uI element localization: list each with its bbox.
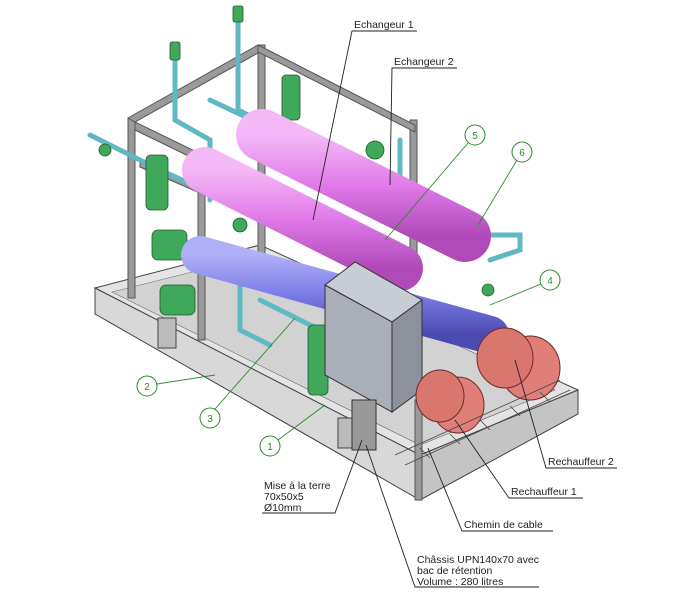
svg-text:Ø10mm: Ø10mm (264, 502, 302, 514)
label-echangeur-1: Echangeur 1 (354, 19, 414, 31)
svg-text:1: 1 (267, 442, 273, 453)
balloon-3: 3 (199, 407, 221, 429)
rechauffeur-2-flange (476, 327, 561, 401)
balloon-5: 5 (464, 124, 486, 146)
svg-text:Châssis UPN140x70 avec: Châssis UPN140x70 avec (417, 554, 539, 566)
label-rechauffeur-2: Rechauffeur 2 (548, 456, 614, 468)
label-rechauffeur-1: Rechauffeur 1 (511, 486, 577, 498)
lifting-lug (157, 317, 177, 349)
cable-tray (394, 379, 571, 466)
balloon-4: 4 (539, 269, 561, 291)
svg-text:3: 3 (207, 414, 213, 425)
control-box (324, 261, 423, 451)
svg-text:4: 4 (547, 276, 553, 287)
svg-text:70x50x5: 70x50x5 (264, 491, 304, 503)
echangeur-1-vessel (236, 109, 491, 262)
balloon-6: 6 (511, 141, 533, 163)
label-chemin-de-cable: Chemin de cable (464, 519, 543, 531)
label-mise-a-la-terre: Mise à la terre 70x50x5 Ø10mm (264, 480, 331, 514)
label-chassis: Châssis UPN140x70 avec bac de rétention … (417, 554, 539, 588)
balloon-1: 1 (259, 435, 281, 457)
valves (98, 5, 495, 396)
svg-text:5: 5 (472, 131, 478, 142)
leaders (156, 30, 617, 588)
echangeur-2-vessel (182, 147, 423, 291)
svg-text:bac de rétention: bac de rétention (417, 565, 492, 577)
rechauffeur-1-flange (415, 369, 485, 434)
balloon-2: 2 (136, 375, 158, 397)
svg-text:6: 6 (519, 148, 525, 159)
svg-text:Mise à la terre: Mise à la terre (264, 480, 331, 492)
label-echangeur-2: Echangeur 2 (394, 56, 454, 68)
svg-text:2: 2 (144, 382, 150, 393)
svg-text:Volume : 280 litres: Volume : 280 litres (417, 576, 503, 588)
